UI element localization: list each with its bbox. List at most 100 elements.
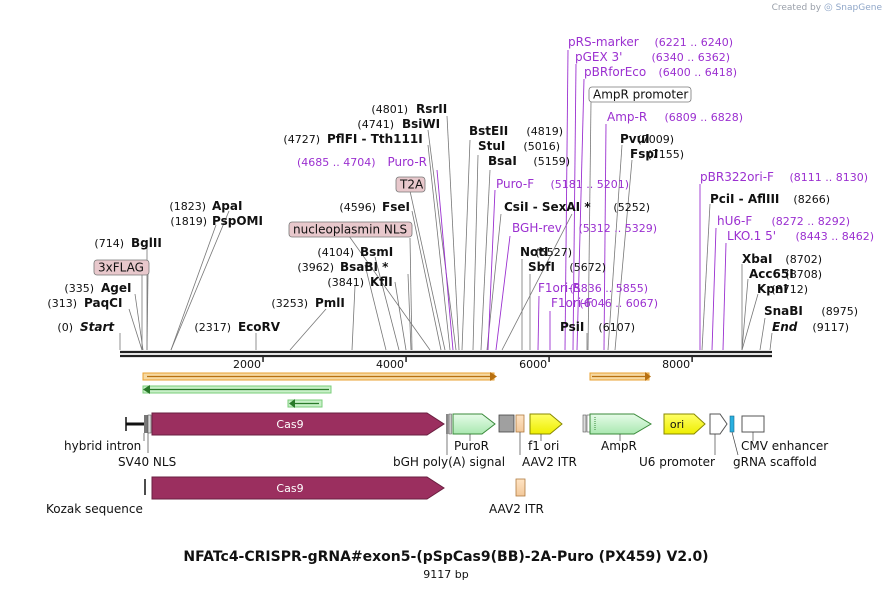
orf-arrowhead: [490, 372, 497, 381]
primer-label[interactable]: Puro-F: [496, 177, 534, 191]
primer-range: (6809 .. 6828): [664, 111, 743, 124]
ori-arrow: [663, 413, 706, 435]
site-position: (4104): [317, 246, 354, 259]
primer-label[interactable]: pRS-marker: [568, 35, 639, 49]
feature-label[interactable]: Kozak sequence: [46, 502, 143, 516]
restriction-site-label[interactable]: ApaI: [212, 199, 242, 213]
restriction-site-label[interactable]: Acc65I: [749, 267, 794, 281]
restriction-site-label[interactable]: NotI: [520, 245, 549, 259]
primer-label[interactable]: LKO.1 5': [727, 229, 776, 243]
aav2-itr-box: [515, 414, 525, 433]
primer-label[interactable]: pBR322ori-F: [700, 170, 774, 184]
feature-label[interactable]: CMV enhancer: [741, 439, 828, 453]
primer-range: (6340 .. 6362): [651, 51, 730, 64]
feature-tag-label[interactable]: nucleoplasmin NLS: [293, 223, 407, 237]
feature-label[interactable]: U6 promoter: [639, 455, 715, 469]
restriction-site-label[interactable]: EcoRV: [238, 320, 281, 334]
restriction-site-label[interactable]: BsaBI *: [340, 260, 389, 274]
restriction-site-label[interactable]: AgeI: [101, 281, 131, 295]
dna-backbone: [120, 350, 772, 358]
site-position: (313): [47, 297, 77, 310]
restriction-site-label[interactable]: End: [772, 320, 798, 334]
feature-label[interactable]: bGH poly(A) signal: [393, 455, 505, 469]
site-position: (7155): [647, 148, 684, 161]
primer-label[interactable]: hU6-F: [717, 214, 752, 228]
primer-label[interactable]: BGH-rev: [512, 221, 562, 235]
primer-range: (6400 .. 6418): [658, 66, 737, 79]
primer-label[interactable]: Amp-R: [607, 110, 647, 124]
site-position: (4741): [357, 118, 394, 131]
bgh-polya-box: [498, 414, 515, 433]
restriction-site-label[interactable]: BsaI: [488, 154, 517, 168]
puror-arrow: [452, 413, 496, 435]
feature-label[interactable]: PuroR: [454, 439, 489, 453]
restriction-site-label[interactable]: RsrII: [416, 102, 447, 116]
aav2-itr-box-secondary: [515, 478, 526, 497]
site-position: (4596): [339, 201, 376, 214]
feature-label[interactable]: AAV2 ITR: [522, 455, 577, 469]
site-position: (5159): [533, 155, 570, 168]
restriction-site-label[interactable]: SbfI: [528, 260, 555, 274]
feature-tag-box: [93, 259, 150, 276]
restriction-site-label[interactable]: Start: [80, 320, 115, 334]
site-position: (8702): [785, 253, 822, 266]
restriction-site-label[interactable]: PmlI: [315, 296, 345, 310]
feature-tag-label[interactable]: 3xFLAG: [98, 261, 144, 275]
restriction-site-label[interactable]: KflI: [370, 275, 393, 289]
primer-label[interactable]: Puro-R: [387, 155, 427, 169]
restriction-site-label[interactable]: PciI - AflIII: [710, 192, 779, 206]
feature-label[interactable]: AAV2 ITR: [489, 502, 544, 516]
plasmid-title: NFATc4-CRISPR-gRNA#exon5-(pSpCas9(BB)-2A…: [183, 549, 709, 565]
site-position: (5527): [535, 246, 572, 259]
primer-label[interactable]: pBRforEco: [584, 65, 646, 79]
credit-prefix: Created by: [771, 3, 822, 13]
sv40-nls-box: [144, 415, 148, 433]
feature-tag-label[interactable]: AmpR promoter: [593, 88, 688, 102]
site-position: (3253): [271, 297, 308, 310]
site-position: (8266): [793, 193, 830, 206]
primer-label[interactable]: F1ori-F: [551, 296, 592, 310]
restriction-site-label[interactable]: CsiI - SexAI *: [504, 200, 591, 214]
restriction-site-label[interactable]: PaqCI: [84, 296, 122, 310]
feature-label[interactable]: SV40 NLS: [118, 455, 176, 469]
primer-range: (6046 .. 6067): [579, 297, 658, 310]
cas9-label: Cas9: [276, 418, 303, 431]
restriction-site-label[interactable]: PvuI: [620, 132, 650, 146]
restriction-site-label[interactable]: XbaI: [742, 252, 772, 266]
restriction-site-label[interactable]: SnaBI: [764, 304, 803, 318]
grna-scaffold-box: [729, 415, 735, 433]
site-position: (3841): [327, 276, 364, 289]
site-position: (2317): [194, 321, 231, 334]
feature-tag-box: [288, 221, 413, 238]
feature-label[interactable]: gRNA scaffold: [733, 455, 817, 469]
site-position: (3962): [297, 261, 334, 274]
u6-promoter-arrow: [709, 413, 728, 435]
site-position: (5016): [523, 140, 560, 153]
restriction-site-label[interactable]: BstEII: [469, 124, 508, 138]
restriction-site-label[interactable]: FseI: [382, 200, 410, 214]
feature-tag-label[interactable]: T2A: [399, 178, 424, 192]
primer-label[interactable]: F1ori-R: [538, 281, 581, 295]
restriction-site-label[interactable]: BglII: [131, 236, 162, 250]
feature-label[interactable]: AmpR: [601, 439, 637, 453]
restriction-site-label[interactable]: KpnI: [757, 282, 788, 296]
restriction-site-label[interactable]: StuI: [478, 139, 505, 153]
feature-tag-box: [395, 176, 426, 193]
restriction-site-label[interactable]: FspI: [630, 147, 658, 161]
restriction-site-label[interactable]: BsmI: [360, 245, 393, 259]
feature-label[interactable]: f1 ori: [528, 439, 559, 453]
site-position: (8712): [771, 283, 808, 296]
axis-tick-label: 6000: [519, 358, 547, 371]
f1-ori-arrow: [529, 413, 563, 435]
restriction-site-label[interactable]: BsiWI: [402, 117, 440, 131]
feature-label[interactable]: hybrid intron: [64, 439, 141, 453]
restriction-site-label[interactable]: PspOMI: [212, 214, 263, 228]
cas9-label-secondary: Cas9: [276, 482, 303, 495]
restriction-site-label[interactable]: PflFI - Tth111I: [327, 132, 423, 146]
primer-range: (5181 .. 5201): [550, 178, 629, 191]
primer-label[interactable]: pGEX 3': [575, 50, 622, 64]
site-position: (5252): [613, 201, 650, 214]
restriction-site-label[interactable]: PsiI: [560, 320, 584, 334]
primer-range: (6221 .. 6240): [654, 36, 733, 49]
feature-track: Cas9 ori: [125, 412, 765, 456]
